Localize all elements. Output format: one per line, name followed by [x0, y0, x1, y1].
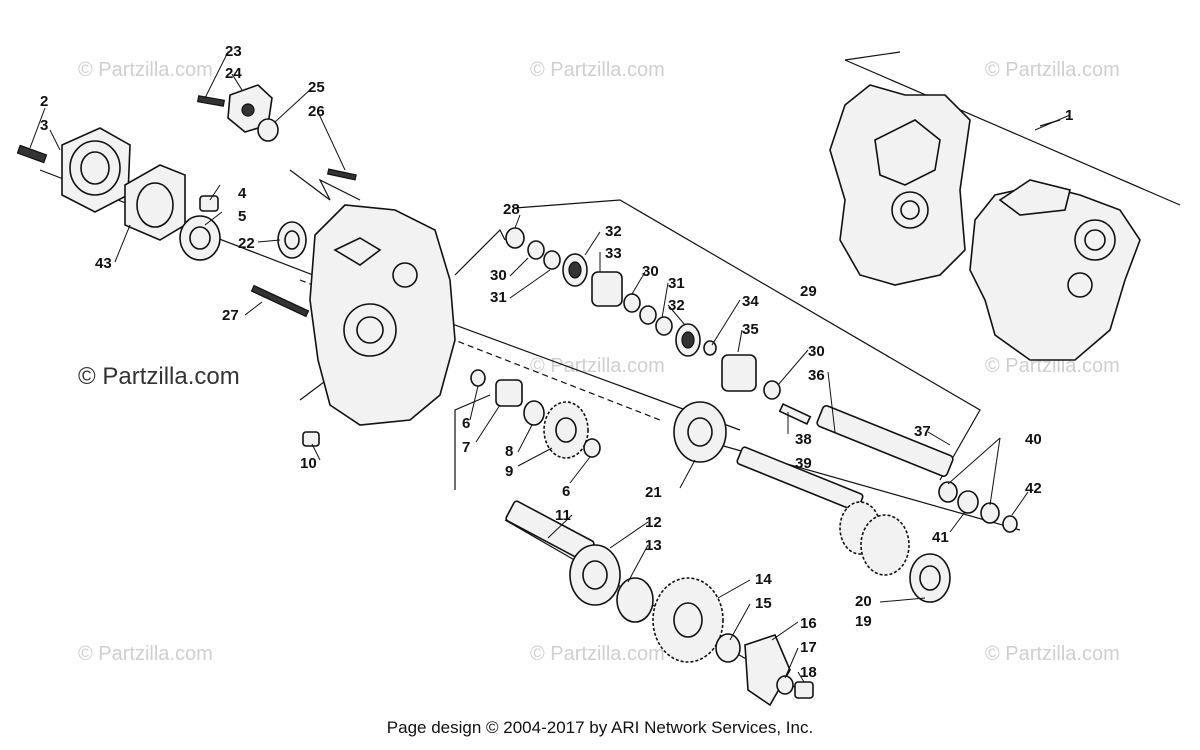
callout: 41 [932, 529, 949, 546]
callout: 19 [855, 613, 872, 630]
callout: 20 [855, 593, 872, 610]
transmission-case [250, 204, 456, 447]
callout: 3 [40, 117, 48, 134]
callout-numbers: 43 1 2 3 4 5 6 6 7 8 9 10 11 12 13 14 15… [40, 43, 1073, 681]
watermark: © Partzilla.com [530, 643, 665, 665]
callout: 35 [742, 321, 759, 338]
callout: 25 [308, 79, 325, 96]
bearing-5 [179, 195, 307, 261]
leader-lines [29, 51, 1071, 683]
callout: 10 [300, 455, 317, 472]
callout: 43 [95, 255, 112, 272]
output-shaft-11 [505, 500, 814, 707]
gear-cluster-8 [470, 369, 601, 459]
callout: 26 [308, 103, 325, 120]
callout: 12 [645, 514, 662, 531]
crankcase-halves-1 [829, 84, 1141, 361]
callout: 9 [505, 463, 513, 480]
washers-40 [938, 481, 1018, 533]
callout: 37 [914, 423, 931, 440]
watermark: © Partzilla.com [78, 59, 213, 81]
callout: 21 [645, 484, 662, 501]
callout: 15 [755, 595, 772, 612]
gasket-43 [124, 164, 186, 241]
watermark: © Partzilla.com [78, 643, 213, 665]
callout: 39 [795, 455, 812, 472]
callout: 31 [490, 289, 507, 306]
callout: 40 [1025, 431, 1042, 448]
callout: 22 [238, 235, 255, 252]
callout: 24 [225, 65, 242, 82]
callout: 1 [1065, 107, 1073, 124]
callout: 29 [800, 283, 817, 300]
callout: 6 [462, 415, 470, 432]
watermarks: © Partzilla.com © Partzilla.com © Partzi… [78, 59, 1120, 665]
callout: 14 [755, 571, 772, 588]
callout: 32 [605, 223, 622, 240]
countershaft-21 [673, 401, 951, 603]
watermark: © Partzilla.com [530, 59, 665, 81]
callout: 32 [668, 297, 685, 314]
callout: 34 [742, 293, 759, 310]
callout: 2 [40, 93, 48, 110]
callout: 16 [800, 615, 817, 632]
copyright-footer: Page design © 2004-2017 by ARI Network S… [386, 718, 814, 737]
callout: 33 [605, 245, 622, 262]
callout: 42 [1025, 480, 1042, 497]
callout: 27 [222, 307, 239, 324]
callout: 36 [808, 367, 825, 384]
watermark: © Partzilla.com [985, 355, 1120, 377]
cover-housing-3 [16, 127, 131, 213]
callout: 5 [238, 208, 246, 225]
watermark: © Partzilla.com [985, 59, 1120, 81]
callout: 6 [562, 483, 570, 500]
callout: 18 [800, 664, 817, 681]
callout: 11 [555, 507, 571, 524]
callout: 17 [800, 639, 817, 656]
callout: 28 [503, 201, 520, 218]
watermark-main: © Partzilla.com [78, 363, 240, 390]
callout: 23 [225, 43, 242, 60]
callout: 13 [645, 537, 662, 554]
callout: 7 [462, 439, 470, 456]
callout: 8 [505, 443, 513, 460]
callout: 30 [642, 263, 659, 280]
callout: 38 [795, 431, 812, 448]
callout: 30 [808, 343, 825, 360]
watermark: © Partzilla.com [985, 643, 1120, 665]
watermark: © Partzilla.com [530, 355, 665, 377]
sensor-24 [196, 84, 357, 181]
shaft-assembly-29 [505, 227, 954, 478]
callout: 31 [668, 275, 685, 292]
callout: 30 [490, 267, 507, 284]
callout: 4 [238, 185, 247, 202]
